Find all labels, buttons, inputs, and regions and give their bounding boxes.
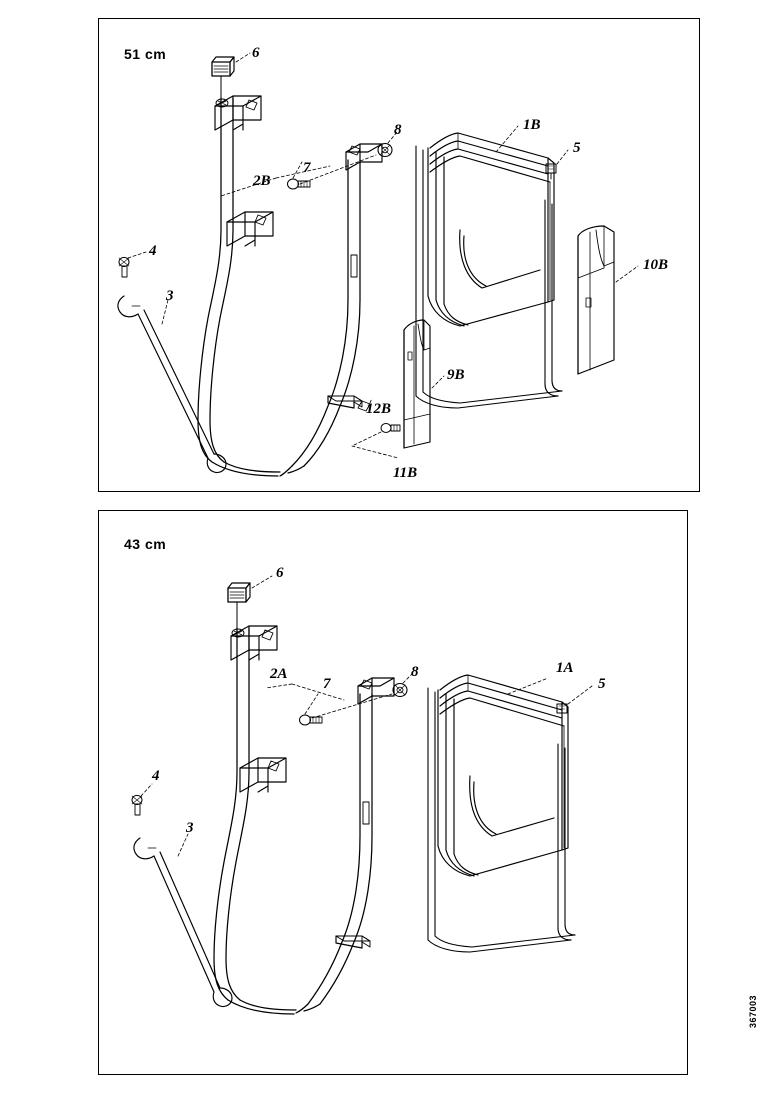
bottom-part-label-5: 5 [598,676,606,692]
part-label-12B: 12B [366,401,392,417]
part-label-5: 5 [573,140,581,156]
part-label-11B: 11B [393,465,418,481]
part-label-8: 8 [394,122,402,138]
dimension-label-bottom: 43 cm [124,536,167,552]
part-label-4: 4 [149,243,157,259]
bottom-part-label-2A: 2A [270,666,288,682]
part-label-2B: 2B [253,173,271,189]
bottom-part-label-1A: 1A [556,660,574,676]
part-label-9B: 9B [447,367,465,383]
part-label-10B: 10B [643,257,669,273]
bottom-part-label-3: 3 [186,820,194,836]
part-label-7: 7 [303,160,311,176]
document-code: 367003 [748,994,758,1028]
panel-bottom-frame [98,510,688,1075]
part-label-6: 6 [252,45,260,61]
bottom-part-label-6: 6 [276,565,284,581]
dimension-label-top: 51 cm [124,46,167,62]
bottom-part-label-8: 8 [411,664,419,680]
part-label-1B: 1B [523,117,541,133]
bottom-part-label-7: 7 [323,676,331,692]
bottom-part-label-4: 4 [152,768,160,784]
panel-top-frame [98,18,700,492]
part-label-3: 3 [166,288,174,304]
